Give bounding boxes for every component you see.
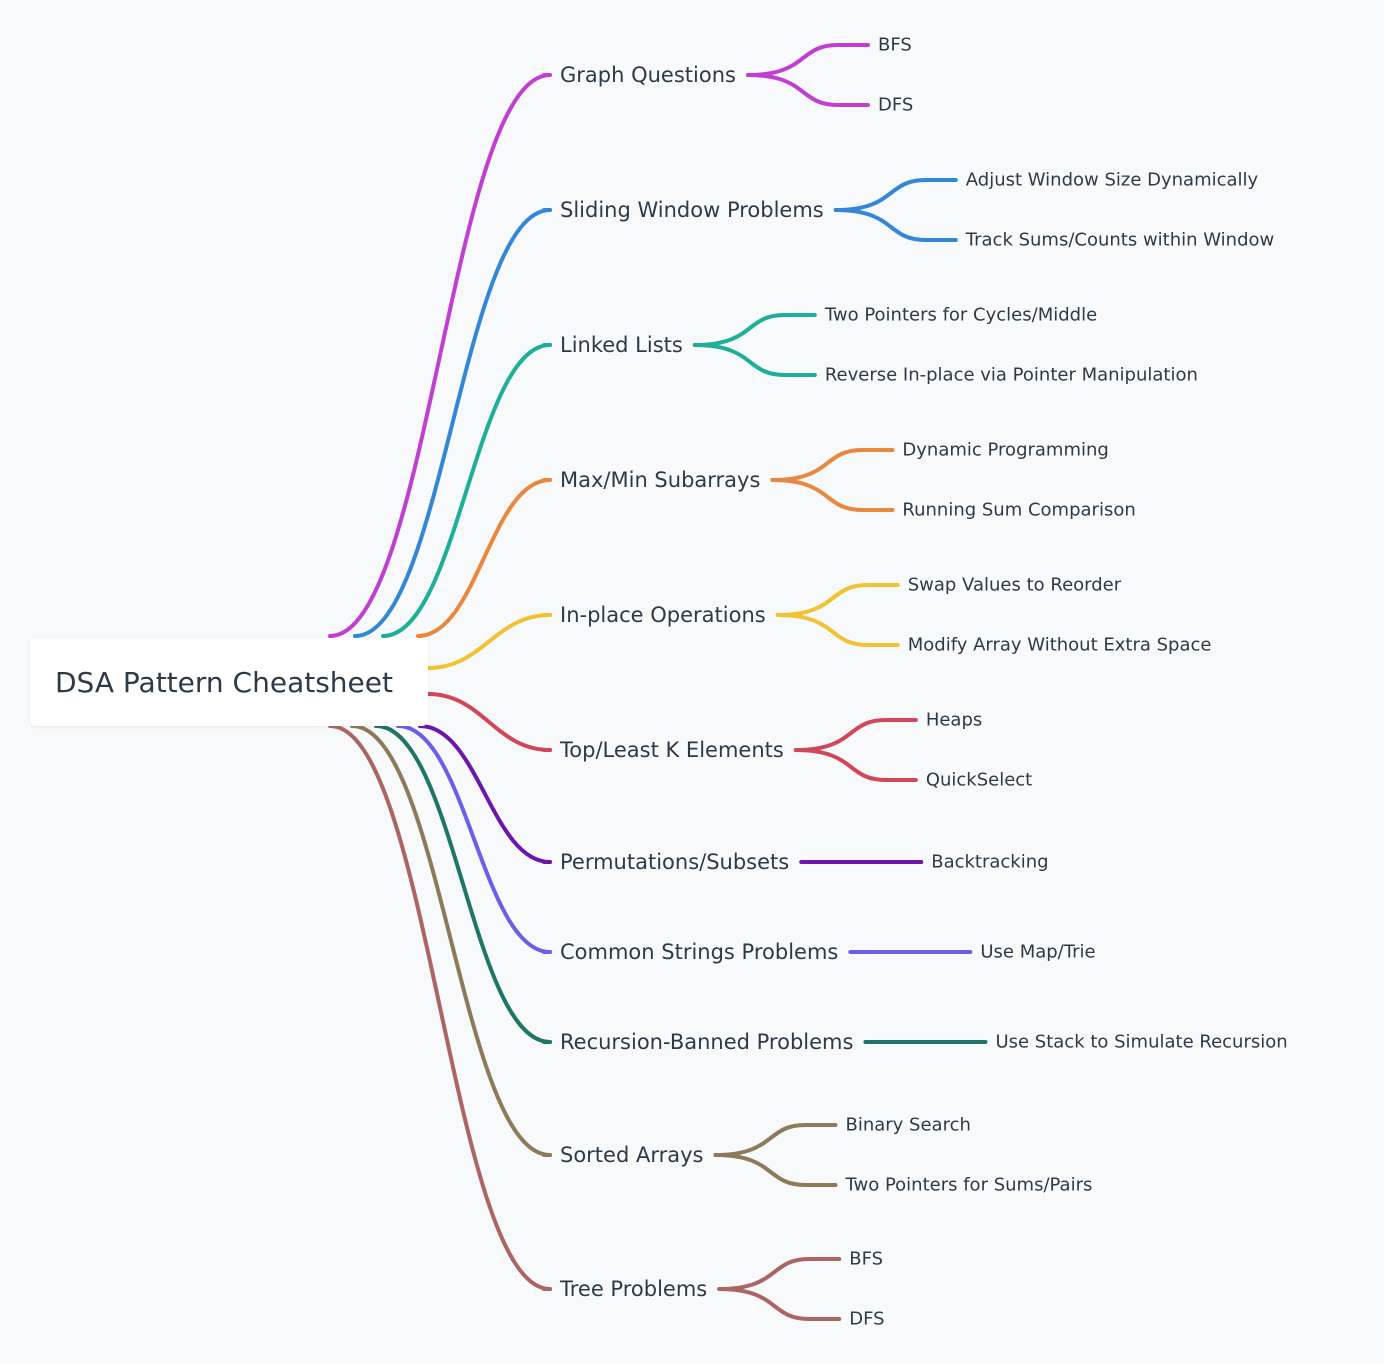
leaf-label-10-0[interactable]: BFS [849, 1249, 883, 1270]
connector-root-to-branch-6 [418, 724, 552, 864]
connector-root-to-branch-10 [328, 724, 552, 1291]
connector-branch-1-child-0 [833, 178, 958, 212]
connector-branch-9-child-1 [713, 1153, 838, 1187]
branch-label-5[interactable]: Top/Least K Elements [559, 738, 784, 762]
branch-label-8[interactable]: Recursion-Banned Problems [560, 1030, 853, 1054]
connector-branch-3-child-1 [770, 478, 895, 512]
leaf-label-6-0[interactable]: Backtracking [931, 852, 1048, 873]
leaf-label-3-1[interactable]: Running Sum Comparison [902, 500, 1135, 521]
branch-label-6[interactable]: Permutations/Subsets [560, 850, 789, 874]
connector-root-to-branch-8 [374, 724, 552, 1044]
leaf-label-4-1[interactable]: Modify Array Without Extra Space [908, 635, 1212, 656]
branch-label-4[interactable]: In-place Operations [560, 603, 766, 627]
connector-branch-4-child-1 [775, 613, 900, 647]
leaf-label-10-1[interactable]: DFS [849, 1309, 884, 1330]
branch-label-0[interactable]: Graph Questions [560, 63, 736, 87]
connector-branch-1-child-1 [833, 208, 958, 242]
connector-branch-10-child-0 [717, 1257, 842, 1291]
leaf-label-0-1[interactable]: DFS [878, 95, 913, 116]
connector-branch-9-child-0 [713, 1123, 838, 1157]
branch-label-10[interactable]: Tree Problems [559, 1277, 707, 1301]
connector-root-to-branch-5 [426, 692, 552, 752]
leaf-label-1-0[interactable]: Adjust Window Size Dynamically [966, 170, 1259, 191]
connector-branch-0-child-1 [745, 73, 870, 107]
connector-root-to-branch-7 [396, 724, 552, 954]
root-node-title: DSA Pattern Cheatsheet [55, 665, 393, 699]
leaf-label-9-0[interactable]: Binary Search [845, 1115, 970, 1136]
connector-branch-5-child-1 [793, 748, 918, 782]
branch-label-2[interactable]: Linked Lists [560, 333, 683, 357]
leaf-label-9-1[interactable]: Two Pointers for Sums/Pairs [844, 1175, 1092, 1196]
leaf-label-2-1[interactable]: Reverse In-place via Pointer Manipulatio… [825, 365, 1198, 386]
connector-branch-4-child-0 [775, 583, 900, 617]
leaf-label-2-0[interactable]: Two Pointers for Cycles/Middle [824, 305, 1097, 326]
connector-branch-5-child-0 [793, 718, 918, 752]
connector-root-to-branch-2 [381, 343, 552, 638]
connector-branch-0-child-0 [745, 43, 870, 77]
leaf-label-8-0[interactable]: Use Stack to Simulate Recursion [995, 1032, 1287, 1053]
branch-label-9[interactable]: Sorted Arrays [560, 1143, 703, 1167]
leaf-label-5-0[interactable]: Heaps [926, 710, 982, 731]
connector-branch-2-child-1 [692, 343, 817, 377]
connector-branch-2-child-0 [692, 313, 817, 347]
leaf-label-4-0[interactable]: Swap Values to Reorder [908, 575, 1122, 596]
leaf-label-7-0[interactable]: Use Map/Trie [980, 942, 1095, 963]
connector-root-to-branch-0 [328, 73, 552, 638]
root-node[interactable]: DSA Pattern Cheatsheet [30, 638, 428, 726]
connector-branch-10-child-1 [717, 1287, 842, 1321]
branch-label-7[interactable]: Common Strings Problems [560, 940, 838, 964]
leaf-label-1-1[interactable]: Track Sums/Counts within Window [965, 230, 1274, 251]
connector-root-to-branch-1 [353, 208, 552, 638]
connector-root-to-branch-9 [350, 724, 552, 1157]
branch-label-1[interactable]: Sliding Window Problems [560, 198, 824, 222]
leaf-label-0-0[interactable]: BFS [878, 35, 912, 56]
connector-root-to-branch-4 [426, 613, 552, 670]
leaf-label-5-1[interactable]: QuickSelect [926, 770, 1032, 791]
connector-branch-3-child-0 [770, 448, 895, 482]
connector-root-to-branch-3 [416, 478, 552, 638]
leaf-label-3-0[interactable]: Dynamic Programming [902, 440, 1108, 461]
branch-label-3[interactable]: Max/Min Subarrays [560, 468, 760, 492]
